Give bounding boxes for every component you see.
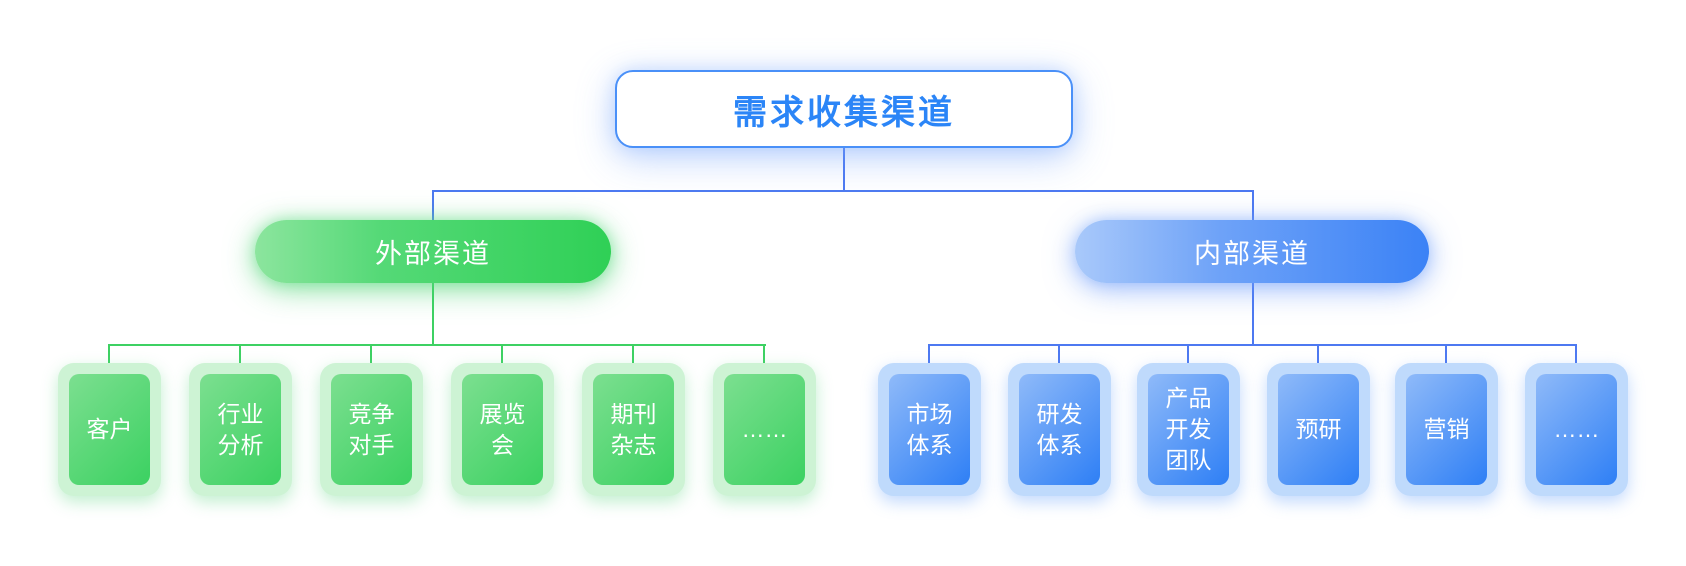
connector-external-stub — [432, 283, 434, 344]
connector-internal-stub — [1252, 283, 1254, 344]
leaf-label: 竞争对手 — [331, 374, 412, 485]
leaf-label: 营销 — [1406, 374, 1487, 485]
connector-leaf-drop — [763, 344, 765, 363]
leaf-node-internal-ellipsis: …… — [1525, 363, 1628, 496]
connector-leaf-drop — [1575, 344, 1577, 363]
leaf-label: …… — [724, 374, 805, 485]
leaf-node-journals: 期刊杂志 — [582, 363, 685, 496]
connector-internal-leaves-horizontal — [929, 344, 1577, 346]
leaf-node-competitors: 竞争对手 — [320, 363, 423, 496]
connector-external-drop — [432, 190, 434, 220]
connector-branch-horizontal — [432, 190, 1254, 192]
branch-node-external: 外部渠道 — [255, 220, 611, 283]
leaf-label: 展览会 — [462, 374, 543, 485]
leaf-node-product-dev-team: 产品开发团队 — [1137, 363, 1240, 496]
leaf-label: 产品开发团队 — [1148, 374, 1229, 485]
connector-leaf-drop — [1317, 344, 1319, 363]
leaf-label: 行业分析 — [200, 374, 281, 485]
leaf-label: 研发体系 — [1019, 374, 1100, 485]
branch-internal-label: 内部渠道 — [1194, 239, 1310, 269]
leaf-label: 市场体系 — [889, 374, 970, 485]
connector-leaf-drop — [108, 344, 110, 363]
branch-external-label: 外部渠道 — [375, 239, 491, 269]
connector-external-leaves-horizontal — [109, 344, 766, 346]
leaf-node-industry-analysis: 行业分析 — [189, 363, 292, 496]
connector-leaf-drop — [1445, 344, 1447, 363]
leaf-node-external-ellipsis: …… — [713, 363, 816, 496]
connector-leaf-drop — [1058, 344, 1060, 363]
leaf-node-rd-system: 研发体系 — [1008, 363, 1111, 496]
leaf-node-marketing: 营销 — [1395, 363, 1498, 496]
root-node-label: 需求收集渠道 — [733, 93, 955, 132]
branch-node-internal: 内部渠道 — [1075, 220, 1429, 283]
leaf-node-market-system: 市场体系 — [878, 363, 981, 496]
connector-leaf-drop — [501, 344, 503, 363]
leaf-label: 预研 — [1278, 374, 1359, 485]
root-node: 需求收集渠道 — [615, 70, 1073, 148]
leaf-label: 客户 — [69, 374, 150, 485]
connector-leaf-drop — [239, 344, 241, 363]
leaf-node-exhibition: 展览会 — [451, 363, 554, 496]
leaf-node-customer: 客户 — [58, 363, 161, 496]
leaf-label: …… — [1536, 374, 1617, 485]
connector-root-drop — [843, 148, 845, 190]
leaf-label: 期刊杂志 — [593, 374, 674, 485]
connector-leaf-drop — [632, 344, 634, 363]
connector-leaf-drop — [1187, 344, 1189, 363]
connector-internal-drop — [1252, 190, 1254, 220]
connector-leaf-drop — [370, 344, 372, 363]
connector-leaf-drop — [928, 344, 930, 363]
leaf-node-preresearch: 预研 — [1267, 363, 1370, 496]
